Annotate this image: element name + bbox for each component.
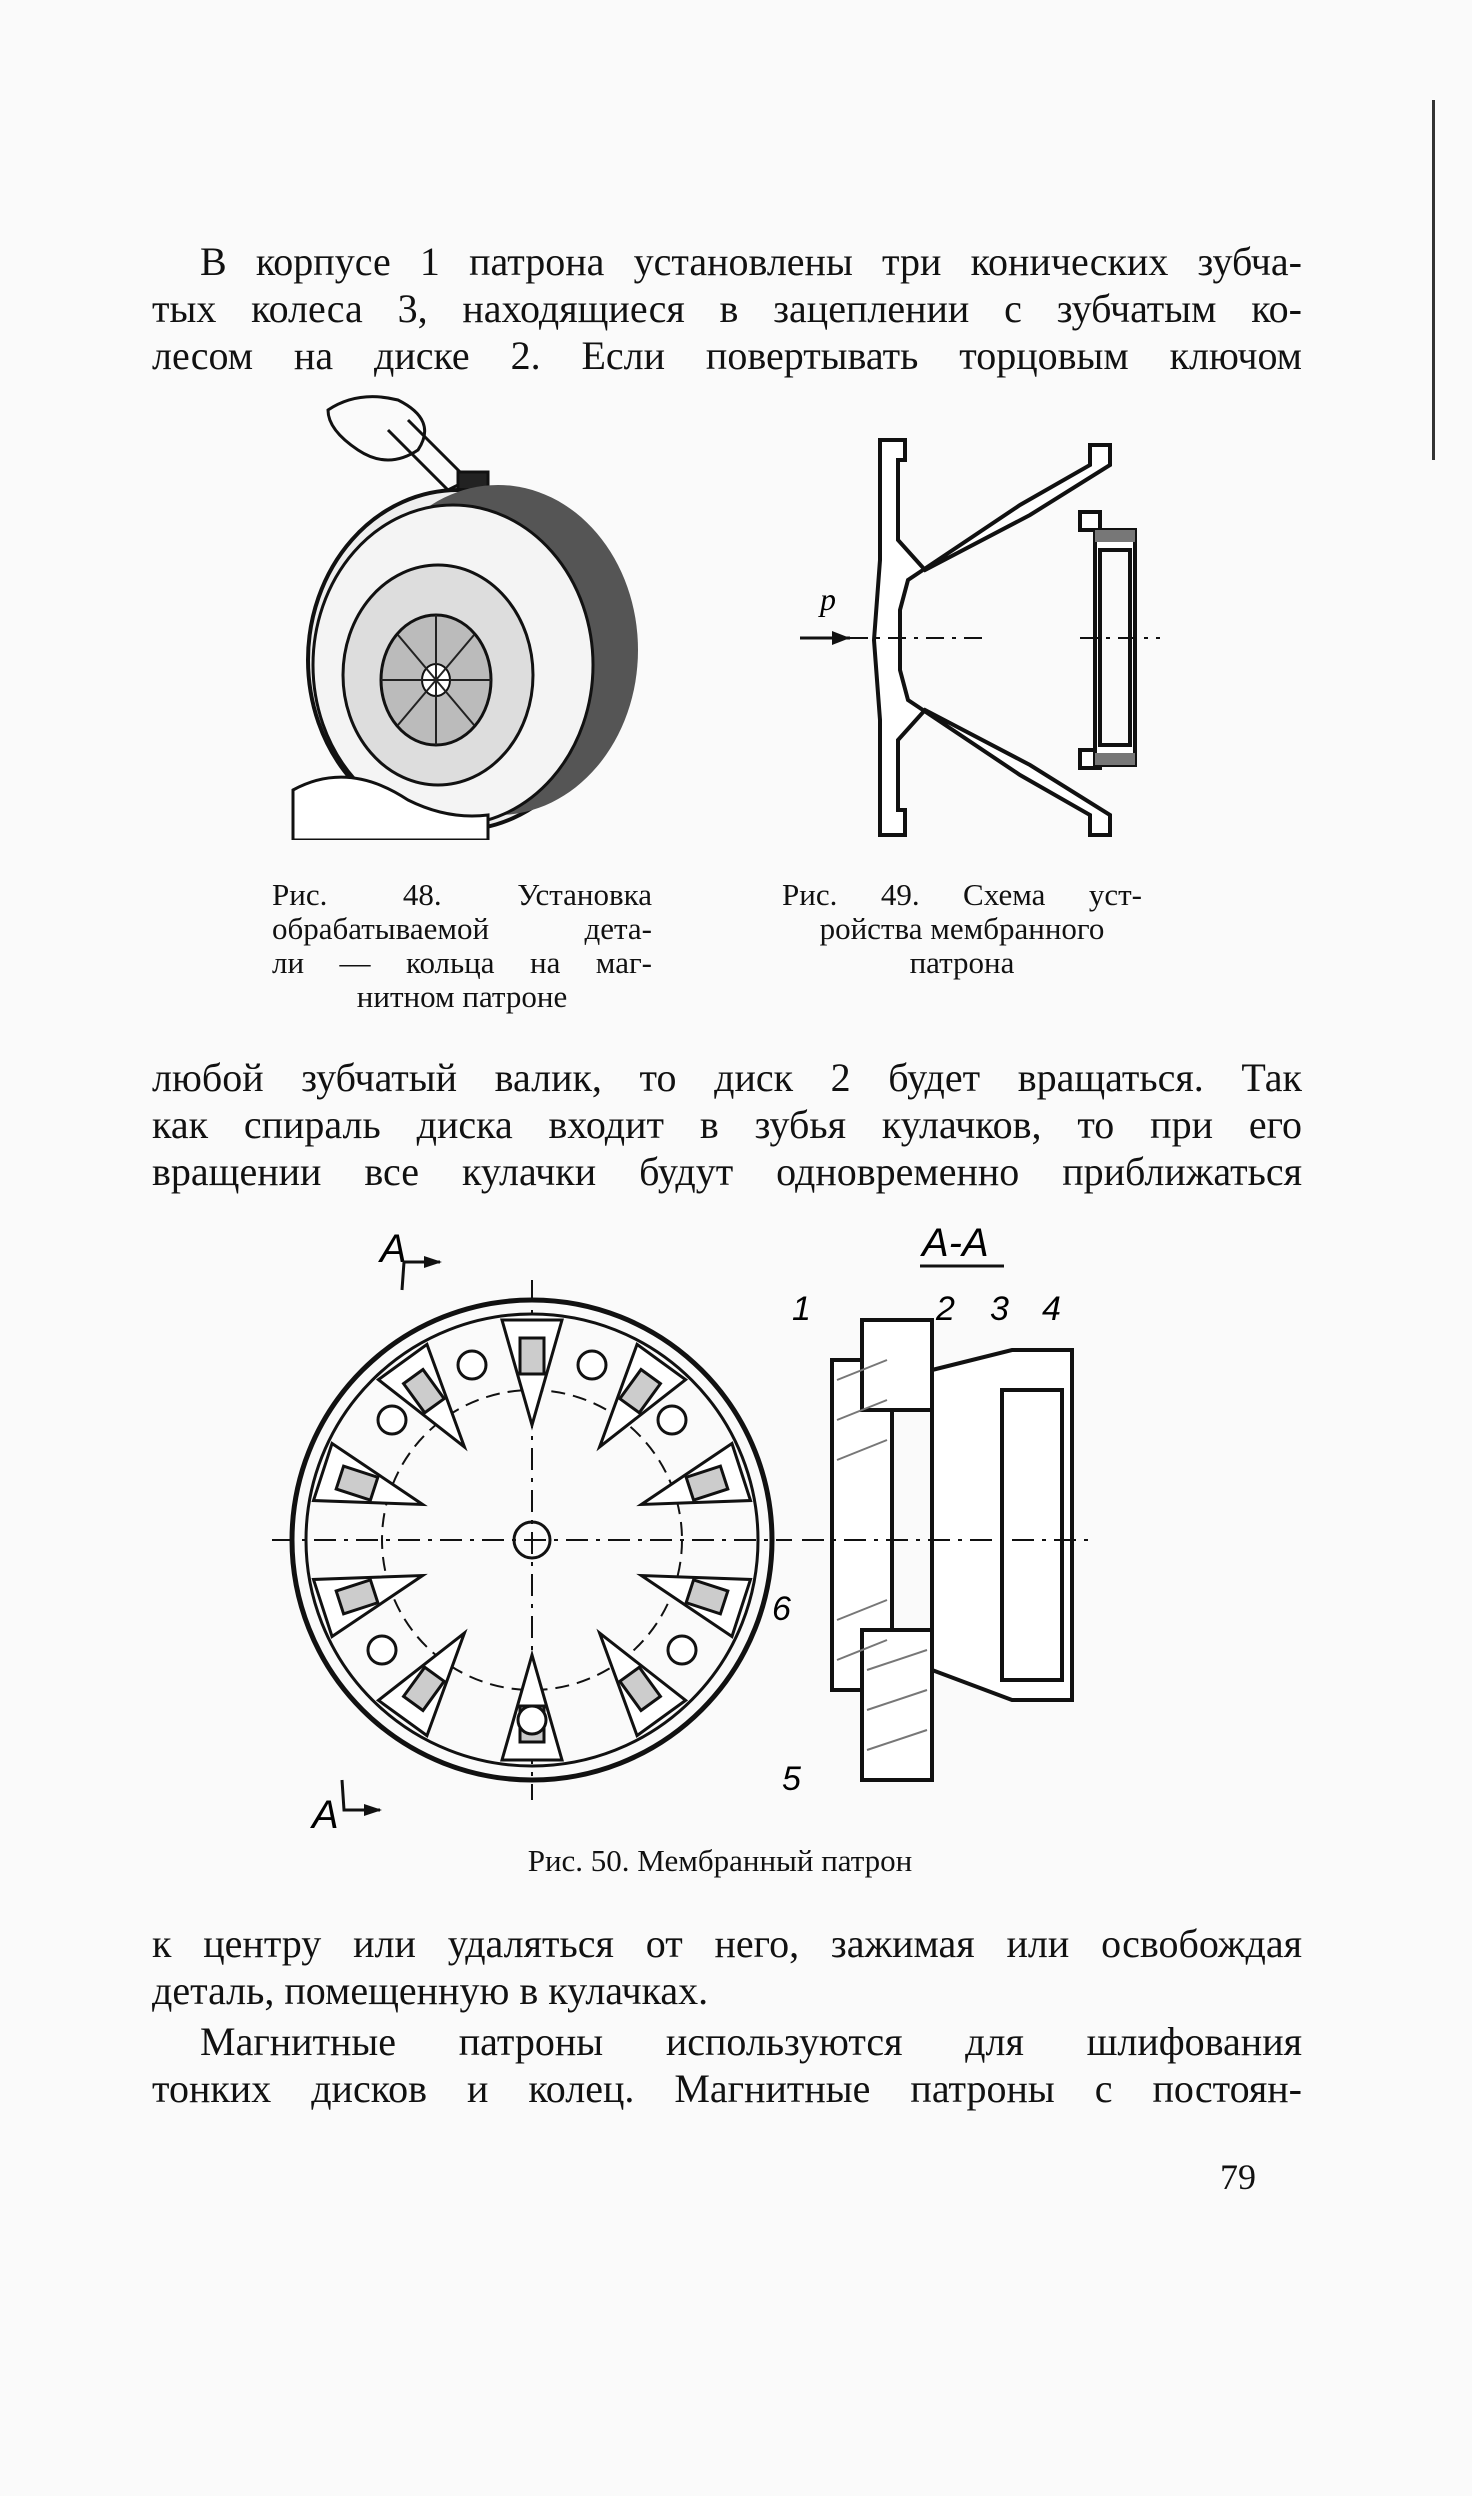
part-number-5: 5 (782, 1760, 801, 1798)
paragraph-4: Магнитные патроны используются для шлифо… (152, 2018, 1302, 2112)
section-title: А-А (920, 1221, 989, 1265)
page-number: 79 (1220, 2157, 1256, 2197)
text-line: к центру или удаляться от него, зажимая … (152, 1921, 1302, 1966)
text-line: тонких дисков и колец. Магнитные патроны… (152, 2066, 1302, 2111)
caption-line: ройства мембранного (819, 911, 1105, 946)
text-line: любой зубчатый валик, то диск 2 будет вр… (152, 1055, 1302, 1100)
caption-line: Рис. 49. Схема уст- (782, 877, 1142, 912)
figure-49-diagram: p (800, 438, 1160, 837)
part-number-4: 4 (1042, 1290, 1061, 1328)
caption-line: патрона (909, 945, 1015, 980)
figure-49-caption: Рис. 49. Схема уст- ройства мембранного … (782, 878, 1142, 980)
text-line: В корпусе 1 патрона установлены три кони… (200, 239, 1302, 284)
section-mark-a-bottom: А (310, 1793, 339, 1830)
text-line: вращении все кулачки будут одновременно … (152, 1149, 1302, 1194)
page-edge-line (1432, 100, 1435, 460)
force-label-p: p (818, 581, 836, 617)
text-line: как спираль диска входит в зубья кулачко… (152, 1102, 1302, 1147)
figure-50-diagram: А А А-А 1 2 3 4 5 6 (272, 1221, 1092, 1830)
paragraph-2: любой зубчатый валик, то диск 2 будет вр… (152, 1054, 1302, 1195)
text-line: лесом на диске 2. Если повертывать торцо… (152, 333, 1302, 378)
caption-line: Рис. 50. Мембранный патрон (527, 1843, 913, 1878)
section-mark-a-top: А (378, 1227, 407, 1271)
part-number-1: 1 (792, 1290, 811, 1328)
text-line: Магнитные патроны используются для шлифо… (200, 2019, 1302, 2064)
figure-48-illustration (291, 395, 638, 840)
text-line: деталь, помещенную в кулачках. (152, 1968, 709, 2013)
figure-48-caption: Рис. 48. Установка обрабатываемой дета- … (272, 878, 652, 1014)
text-line: тых колеса 3, находящиеся в зацеплении с… (152, 286, 1302, 331)
paragraph-1: В корпусе 1 патрона установлены три кони… (152, 238, 1302, 379)
caption-line: обрабатываемой дета- (272, 911, 652, 946)
part-number-6: 6 (772, 1590, 791, 1628)
part-number-2: 2 (935, 1290, 955, 1328)
caption-line: Рис. 48. Установка (272, 877, 652, 912)
figure-50-caption: Рис. 50. Мембранный патрон (440, 1844, 1000, 1878)
paragraph-3: к центру или удаляться от него, зажимая … (152, 1920, 1302, 2014)
part-number-3: 3 (990, 1290, 1009, 1328)
caption-line: ли — кольца на маг- (272, 945, 652, 980)
caption-line: нитном патроне (356, 979, 568, 1014)
